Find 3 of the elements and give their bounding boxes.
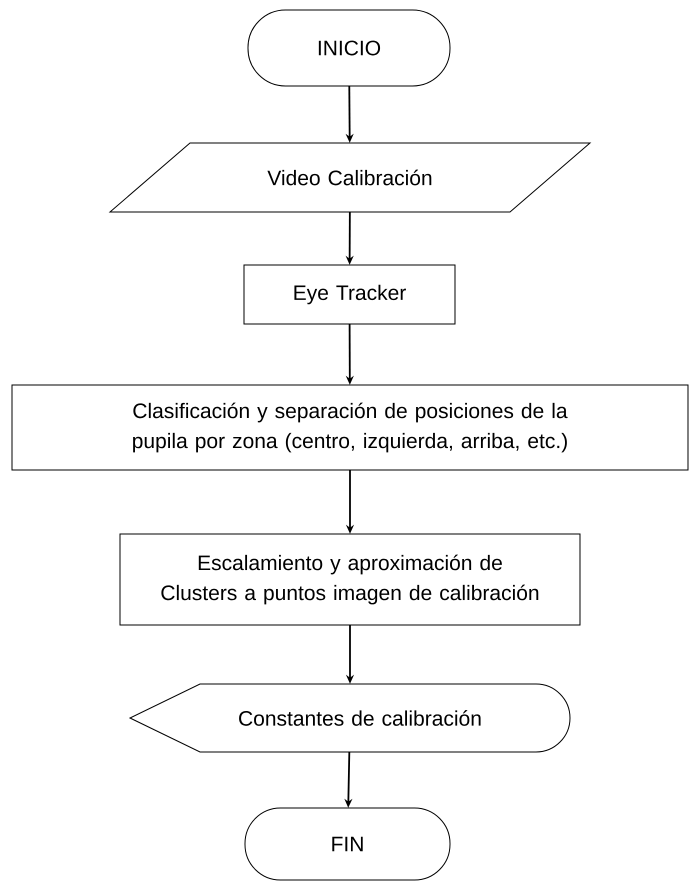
process-box: Escalamiento y aproximación de Clusters a puntos imagen de calibración (120, 534, 580, 626)
process-box: Clasificación y separación de posiciones de la pupila por zona (centro, izquierda, arriba, etc.) (12, 384, 688, 470)
process-box: Eye Tracker (244, 264, 456, 324)
